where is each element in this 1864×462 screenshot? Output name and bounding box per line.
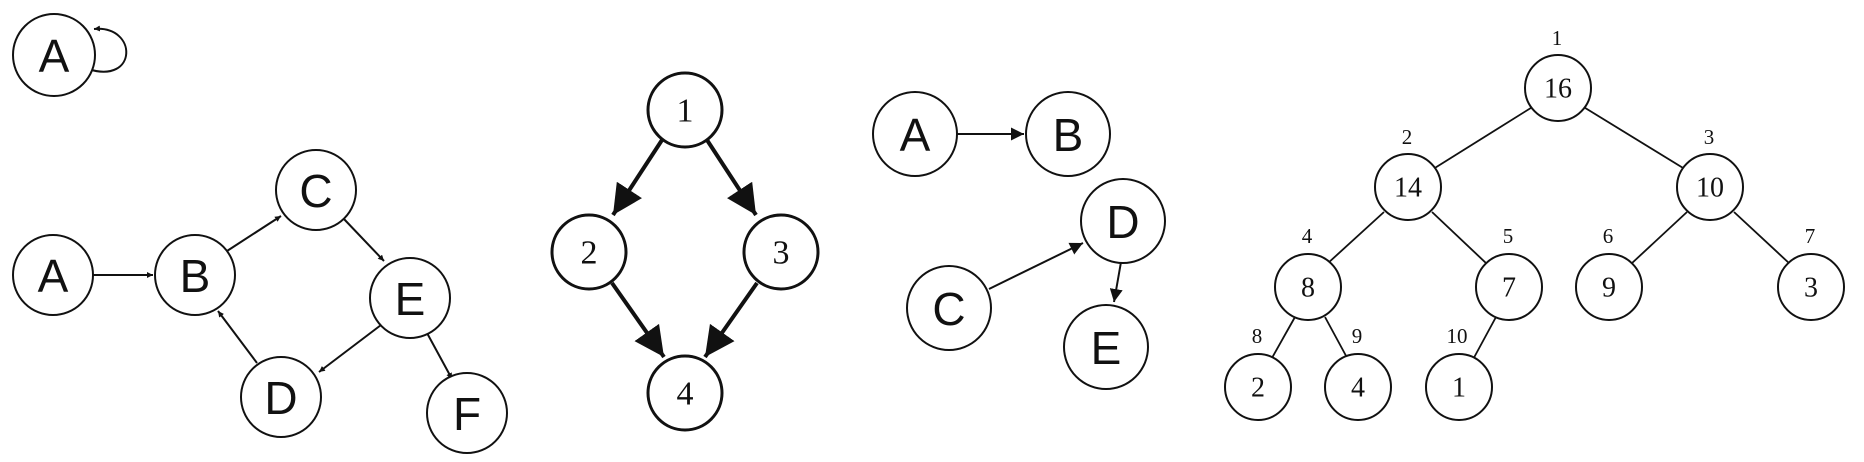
heap-index: 7 bbox=[1805, 224, 1816, 248]
heap-index: 4 bbox=[1302, 224, 1313, 248]
edge-e-d bbox=[318, 324, 382, 373]
heap-index: 8 bbox=[1252, 324, 1263, 348]
edge-1-3 bbox=[705, 138, 758, 217]
heap-value: 10 bbox=[1696, 173, 1724, 204]
node-label: 4 bbox=[677, 376, 694, 413]
node-label: A bbox=[900, 109, 931, 161]
heap-edge bbox=[1429, 105, 1535, 172]
node-a-self-loop: A bbox=[12, 13, 96, 97]
node-label: E bbox=[395, 273, 426, 325]
heap-value: 2 bbox=[1251, 373, 1265, 404]
edge-d-b bbox=[217, 310, 258, 364]
heap-node-10: 1 10 bbox=[1425, 324, 1493, 421]
heap-edge bbox=[1581, 105, 1689, 172]
edge-c-d bbox=[988, 242, 1084, 290]
heap-node-9: 4 9 bbox=[1324, 324, 1392, 421]
node-label: D bbox=[264, 372, 297, 424]
node-a: A bbox=[12, 234, 94, 316]
heap-value: 9 bbox=[1602, 273, 1616, 304]
heap-node-5: 7 5 bbox=[1475, 224, 1543, 321]
heap-index: 2 bbox=[1402, 125, 1413, 149]
heap-index: 3 bbox=[1704, 125, 1715, 149]
heap-edge bbox=[1431, 211, 1488, 265]
heap-edge bbox=[1326, 211, 1385, 265]
node-label: D bbox=[1106, 196, 1139, 248]
node-4: 4 bbox=[646, 354, 724, 432]
node-label: B bbox=[1053, 109, 1084, 161]
node-label: F bbox=[453, 388, 481, 440]
node-a: A bbox=[872, 91, 958, 177]
heap-node-2: 14 2 bbox=[1374, 125, 1442, 221]
node-label: C bbox=[932, 283, 965, 335]
heap-edge bbox=[1733, 211, 1791, 265]
heap-value: 8 bbox=[1301, 273, 1315, 304]
node-e: E bbox=[1063, 304, 1149, 390]
heap-value: 3 bbox=[1804, 273, 1818, 304]
edge-3-4 bbox=[703, 281, 759, 359]
heap-node-4: 8 4 bbox=[1274, 224, 1342, 321]
heap-node-8: 2 8 bbox=[1224, 324, 1292, 421]
heap-value: 16 bbox=[1544, 74, 1572, 105]
self-loop-graph: A bbox=[12, 13, 128, 97]
heap-value: 4 bbox=[1351, 373, 1365, 404]
node-label: B bbox=[180, 250, 211, 302]
heap-node-1: 16 1 bbox=[1524, 26, 1592, 122]
node-e: E bbox=[369, 257, 451, 339]
node-d: D bbox=[240, 356, 322, 438]
node-label: 2 bbox=[581, 235, 598, 272]
heap-value: 7 bbox=[1502, 273, 1516, 304]
node-c: C bbox=[275, 149, 357, 231]
node-2: 2 bbox=[550, 213, 628, 291]
edge-d-e bbox=[1109, 261, 1123, 303]
heap-node-3: 10 3 bbox=[1676, 125, 1744, 221]
binary-heap-tree: 16 1 14 2 10 3 8 4 7 5 9 6 bbox=[1224, 26, 1845, 421]
node-d: D bbox=[1080, 178, 1166, 264]
node-c: C bbox=[906, 265, 992, 351]
heap-index: 6 bbox=[1603, 224, 1614, 248]
heap-index: 10 bbox=[1447, 324, 1468, 348]
node-1: 1 bbox=[646, 71, 724, 149]
heap-node-6: 9 6 bbox=[1575, 224, 1643, 321]
heap-value: 1 bbox=[1452, 373, 1466, 404]
node-label: E bbox=[1091, 322, 1122, 374]
node-label: 1 bbox=[677, 93, 694, 130]
edge-2-4 bbox=[610, 281, 666, 359]
self-loop-edge bbox=[87, 25, 128, 73]
heap-value: 14 bbox=[1394, 173, 1422, 204]
node-label: C bbox=[299, 165, 332, 217]
forest-graph: A B C D E bbox=[872, 91, 1166, 390]
node-label: A bbox=[39, 30, 70, 82]
heap-index: 1 bbox=[1552, 26, 1563, 50]
node-b: B bbox=[154, 234, 236, 316]
node-f: F bbox=[426, 372, 508, 454]
edge-e-f bbox=[426, 332, 453, 380]
node-b: B bbox=[1025, 91, 1111, 177]
node-3: 3 bbox=[742, 213, 820, 291]
node-label: 3 bbox=[773, 235, 790, 272]
edge-1-2 bbox=[611, 138, 664, 217]
edge-b-c bbox=[226, 215, 282, 252]
node-label: A bbox=[38, 250, 69, 302]
heap-node-7: 3 7 bbox=[1777, 224, 1845, 321]
heap-index: 9 bbox=[1352, 324, 1363, 348]
cycle-graph: A B C D E F bbox=[12, 149, 508, 454]
heap-edge bbox=[1630, 211, 1688, 265]
heap-index: 5 bbox=[1503, 224, 1514, 248]
edge-c-e bbox=[342, 217, 385, 262]
diamond-dag: 1 2 3 4 bbox=[550, 71, 820, 432]
